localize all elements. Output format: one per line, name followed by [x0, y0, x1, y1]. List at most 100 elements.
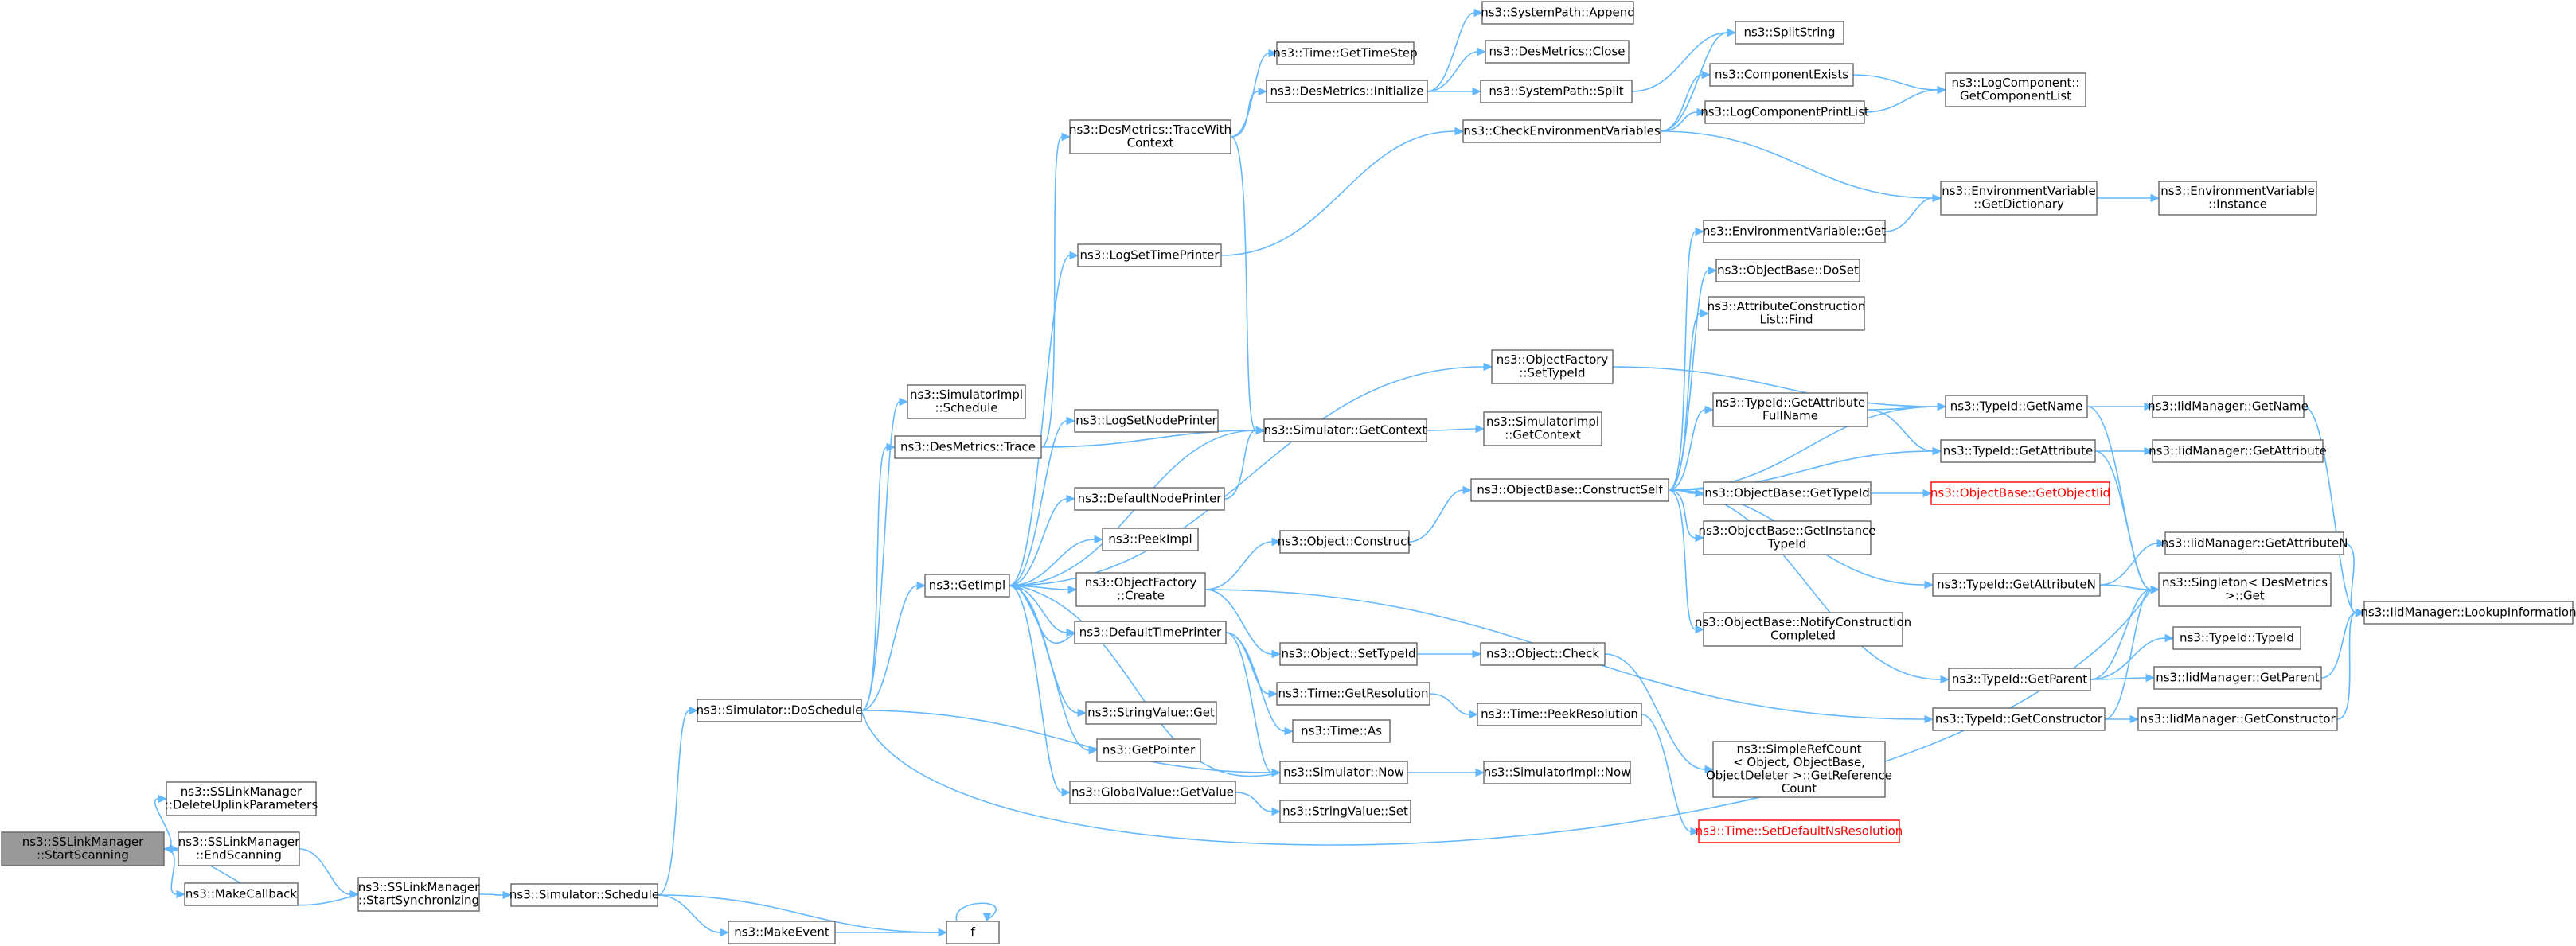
graph-node-schedule[interactable]: ns3::Simulator::Schedule: [509, 883, 659, 907]
graph-node-iidgetattributen[interactable]: ns3::IidManager::GetAttributeN: [2161, 531, 2348, 555]
node-box[interactable]: [510, 883, 658, 907]
graph-node-stringvalueset[interactable]: ns3::StringValue::Set: [1279, 800, 1411, 823]
node-box[interactable]: [1945, 72, 2086, 107]
node-box[interactable]: [1480, 80, 1633, 103]
node-box[interactable]: [2158, 181, 2317, 216]
node-box[interactable]: [1074, 409, 1219, 433]
node-box[interactable]: [1940, 439, 2096, 463]
graph-node-f[interactable]: f: [946, 921, 1000, 944]
graph-node-makecallback[interactable]: ns3::MakeCallback: [184, 882, 299, 906]
node-box[interactable]: [1069, 781, 1236, 804]
graph-node-timegettimestep[interactable]: ns3::Time::GetTimeStep: [1273, 41, 1418, 65]
node-box[interactable]: [1704, 100, 1865, 124]
graph-node-deleteuplink[interactable]: ns3::SSLinkManager::DeleteUplinkParamete…: [165, 781, 318, 816]
node-box[interactable]: [1074, 487, 1225, 511]
node-box[interactable]: [1932, 707, 2106, 731]
node-box[interactable]: [178, 831, 300, 866]
graph-node-objfactorysettypeid[interactable]: ns3::ObjectFactory::SetTypeId: [1491, 349, 1614, 384]
graph-node-checkenvvars[interactable]: ns3::CheckEnvironmentVariables: [1462, 119, 1661, 143]
graph-node-objbasegetobjectiid[interactable]: ns3::ObjectBase::GetObjectIid: [1930, 481, 2110, 505]
node-box[interactable]: [1470, 478, 1669, 502]
graph-node-peekimpl[interactable]: ns3::PeekImpl: [1102, 528, 1199, 551]
graph-node-objbasenotifyconstruction[interactable]: ns3::ObjectBase::NotifyConstructionCompl…: [1695, 612, 1911, 647]
graph-node-logcompprintlist[interactable]: ns3::LogComponentPrintList: [1700, 100, 1869, 124]
node-box[interactable]: [1276, 41, 1415, 65]
node-box[interactable]: [1480, 642, 1606, 666]
node-box[interactable]: [1096, 738, 1201, 762]
graph-node-iidlookupinfo[interactable]: ns3::IidManager::LookupInformation: [2360, 601, 2576, 625]
graph-node-syspathappend[interactable]: ns3::SystemPath::Append: [1481, 1, 1635, 25]
node-box[interactable]: [1930, 481, 2110, 505]
graph-node-simimplgetcontext[interactable]: ns3::SimulatorImpl::GetContext: [1483, 411, 1602, 446]
graph-node-desmetricstrace[interactable]: ns3::DesMetrics::Trace: [894, 435, 1042, 459]
node-box[interactable]: [1263, 418, 1427, 442]
graph-node-iidgetattribute[interactable]: ns3::IidManager::GetAttribute: [2149, 439, 2327, 463]
graph-node-objfactorycreate[interactable]: ns3::ObjectFactory::Create: [1075, 572, 1206, 607]
graph-node-simimplschedule[interactable]: ns3::SimulatorImpl::Schedule: [907, 384, 1026, 419]
node-box[interactable]: [1703, 612, 1903, 647]
node-box[interactable]: [1069, 119, 1231, 154]
node-box[interactable]: [1276, 682, 1430, 706]
graph-node-simgetcontext[interactable]: ns3::Simulator::GetContext: [1263, 418, 1427, 442]
graph-node-logsettimeprinter[interactable]: ns3::LogSetTimePrinter: [1077, 243, 1222, 267]
node-box[interactable]: [2137, 707, 2338, 731]
node-box[interactable]: [2152, 395, 2305, 418]
graph-node-simplerefcount[interactable]: ns3::SimpleRefCount< Object, ObjectBase,…: [1706, 741, 1892, 798]
node-box[interactable]: [924, 574, 1010, 598]
graph-node-objbasegettypeid[interactable]: ns3::ObjectBase::GetTypeId: [1703, 481, 1872, 505]
graph-node-globalvalueget[interactable]: ns3::GlobalValue::GetValue: [1069, 781, 1236, 804]
node-box[interactable]: [2164, 531, 2344, 555]
graph-node-getimpl[interactable]: ns3::GetImpl: [924, 574, 1010, 598]
node-box[interactable]: [1077, 243, 1222, 267]
node-box[interactable]: [1483, 761, 1631, 784]
graph-node-logcompgetcomplist[interactable]: ns3::LogComponent::GetComponentList: [1945, 72, 2086, 107]
node-box[interactable]: [1703, 220, 1886, 243]
node-box[interactable]: [1462, 119, 1661, 143]
graph-node-typeidgetattributen[interactable]: ns3::TypeId::GetAttributeN: [1932, 573, 2101, 597]
node-box[interactable]: [1102, 528, 1199, 551]
node-box[interactable]: [894, 435, 1042, 459]
node-box[interactable]: [1292, 719, 1391, 743]
graph-node-desmetricsinit[interactable]: ns3::DesMetrics::Initialize: [1266, 80, 1428, 103]
node-box[interactable]: [1485, 40, 1630, 64]
graph-node-singletonget[interactable]: ns3::Singleton< DesMetrics>::Get: [2158, 572, 2332, 607]
graph-node-getpointer[interactable]: ns3::GetPointer: [1096, 738, 1201, 762]
node-box[interactable]: [2152, 439, 2324, 463]
graph-node-simnow[interactable]: ns3::Simulator::Now: [1279, 761, 1408, 784]
node-box[interactable]: [1279, 800, 1411, 823]
node-box[interactable]: [946, 921, 1000, 944]
graph-node-objectcheck[interactable]: ns3::Object::Check: [1480, 642, 1606, 666]
node-box[interactable]: [728, 921, 836, 944]
graph-node-typeidgetattribute[interactable]: ns3::TypeId::GetAttribute: [1940, 439, 2096, 463]
node-box[interactable]: [1712, 741, 1886, 798]
node-box[interactable]: [1085, 701, 1217, 725]
graph-node-typeidgetparent[interactable]: ns3::TypeId::GetParent: [1948, 668, 2091, 691]
node-box[interactable]: [1266, 80, 1428, 103]
graph-node-typeidgetname[interactable]: ns3::TypeId::GetName: [1945, 395, 2088, 418]
graph-node-objectconstruct[interactable]: ns3::Object::Construct: [1278, 530, 1412, 554]
graph-node-typeidtypeid[interactable]: ns3::TypeId::TypeId: [2172, 626, 2301, 650]
node-box[interactable]: [1715, 259, 1860, 282]
graph-node-doschedule[interactable]: ns3::Simulator::DoSchedule: [697, 699, 863, 722]
node-box[interactable]: [1945, 395, 2088, 418]
graph-node-syspathsplit[interactable]: ns3::SystemPath::Split: [1480, 80, 1633, 103]
graph-node-defaulttimeprinter[interactable]: ns3::DefaultTimePrinter: [1074, 621, 1227, 644]
node-box[interactable]: [1074, 621, 1227, 644]
graph-node-timegetresolution[interactable]: ns3::Time::GetResolution: [1276, 682, 1430, 706]
node-box[interactable]: [357, 877, 480, 912]
node-box[interactable]: [1481, 1, 1634, 25]
node-box[interactable]: [2153, 666, 2322, 690]
node-box[interactable]: [1279, 761, 1408, 784]
node-box[interactable]: [1698, 819, 1900, 843]
graph-node-splitstring[interactable]: ns3::SplitString: [1735, 21, 1844, 45]
node-box[interactable]: [1932, 573, 2101, 597]
graph-node-iidgetname[interactable]: ns3::IidManager::GetName: [2148, 395, 2309, 418]
graph-node-startscanning[interactable]: ns3::SSLinkManager::StartScanning: [1, 831, 165, 866]
graph-node-objbaseconstructself[interactable]: ns3::ObjectBase::ConstructSelf: [1470, 478, 1669, 502]
node-box[interactable]: [1279, 642, 1418, 666]
node-box[interactable]: [1712, 392, 1868, 427]
node-box[interactable]: [1, 831, 165, 866]
